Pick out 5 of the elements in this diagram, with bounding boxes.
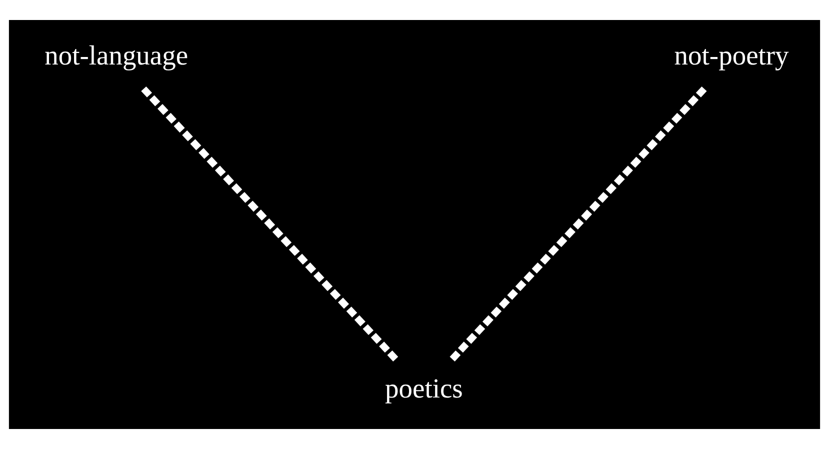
connector — [141, 86, 400, 363]
connector — [448, 86, 707, 363]
node-text: not-poetry — [674, 40, 789, 70]
node-text: not-language — [44, 40, 188, 70]
node-text: poetics — [385, 374, 463, 404]
